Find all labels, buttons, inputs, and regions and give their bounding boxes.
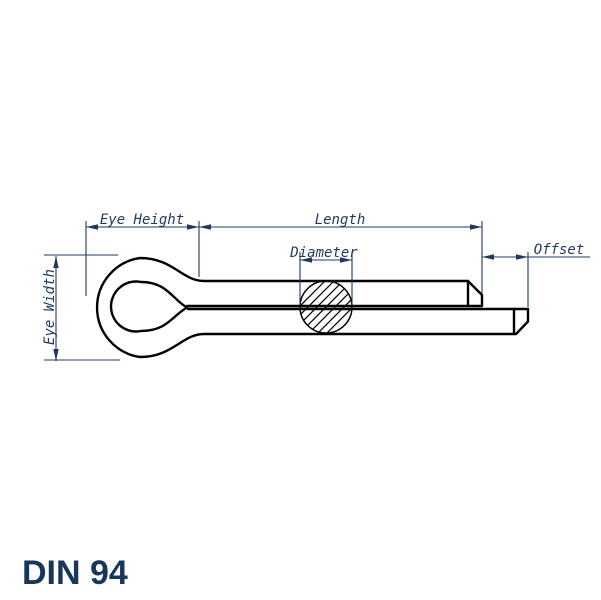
offset-label: Offset [534,242,585,258]
eye-height-label: Eye Height [100,212,184,228]
dimension-labels-group: Eye Height Length Diameter Offset Eye Wi… [42,212,584,345]
pin-body-outline [95,256,530,359]
pin-top-prong-tip [185,279,484,308]
arrow-offset-right [516,254,528,260]
arrow-eye-width-bottom [53,349,59,361]
arrow-diameter-left [300,257,312,263]
diameter-label: Diameter [289,245,358,261]
length-label: Length [315,212,366,228]
dimension-lines-group [44,221,590,361]
pin-outline-group [95,256,530,359]
arrow-eye-height-right [187,224,199,230]
hatch-lines [300,281,352,333]
arrow-diameter-right [340,257,352,263]
cross-section-circle [299,280,353,334]
arrow-eye-width-top [53,256,59,268]
eye-width-label: Eye Width [42,269,58,345]
pin-eye-hole [109,280,189,333]
arrow-length-left [199,224,211,230]
arrow-eye-height-left [86,224,98,230]
dimension-arrows-group [53,224,528,361]
page-title: DIN 94 [22,554,128,592]
arrow-length-right [470,224,482,230]
arrow-offset-left [482,254,494,260]
cross-section-group [299,280,353,334]
